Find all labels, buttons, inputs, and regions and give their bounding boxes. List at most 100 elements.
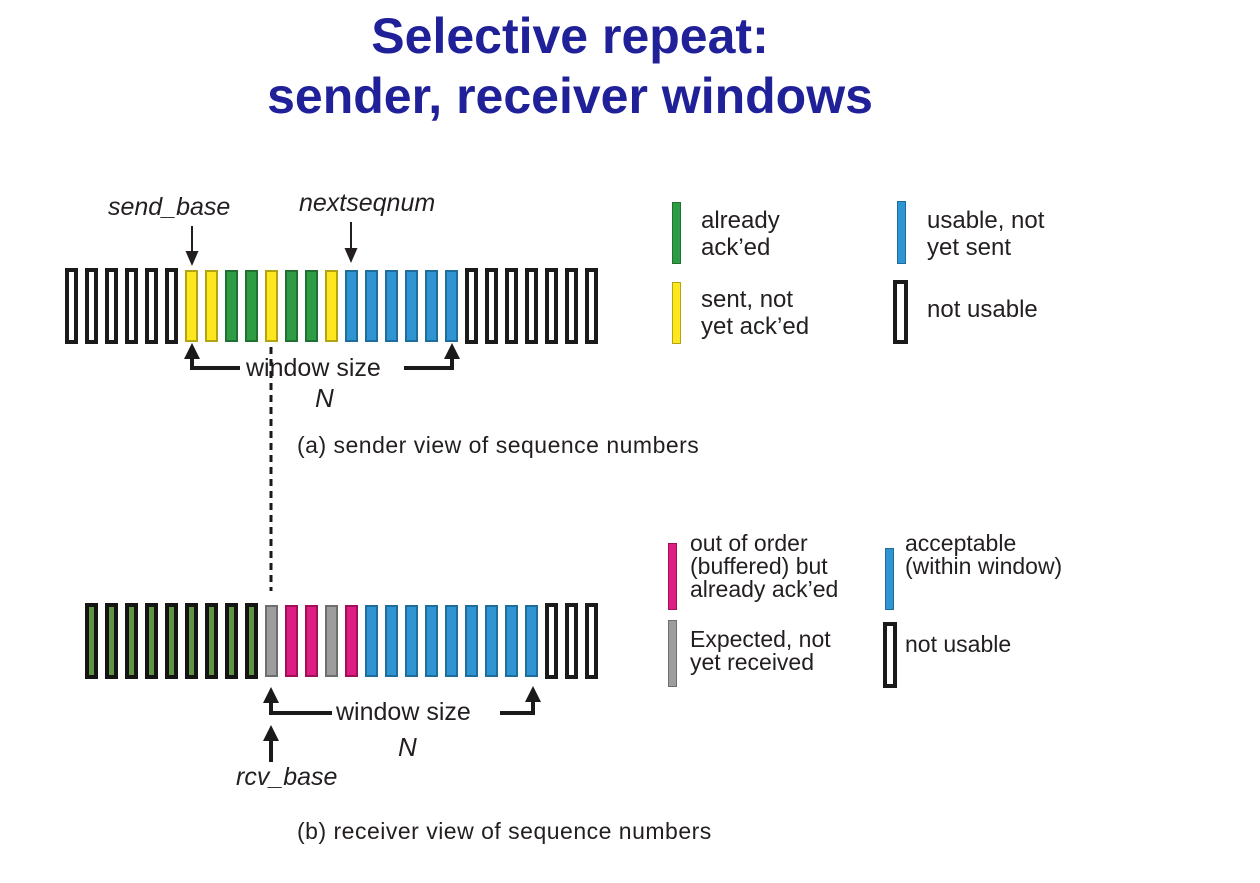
- sender-window-bracket-left: [184, 343, 240, 370]
- seq-box-usable: [425, 270, 438, 342]
- seq-box-notusable: [165, 268, 178, 344]
- seq-box-usable: [365, 270, 378, 342]
- seq-box-sent: [325, 270, 338, 342]
- receiver-window-n-label: N: [398, 732, 417, 762]
- legend-line: not usable: [927, 296, 1038, 323]
- seq-box-acceptable: [485, 605, 498, 677]
- seq-box-notusable: [545, 603, 558, 679]
- seq-box-expected: [325, 605, 338, 677]
- slide-title: Selective repeat: sender, receiver windo…: [0, 6, 1140, 126]
- seq-box-acked: [285, 270, 298, 342]
- legend-swatch-acceptable-within-window: [885, 548, 894, 610]
- legend-line: not usable: [905, 631, 1012, 657]
- seq-box-received: [185, 603, 198, 679]
- seq-box-acceptable: [465, 605, 478, 677]
- seq-box-acceptable: [405, 605, 418, 677]
- seq-box-acked: [225, 270, 238, 342]
- legend-line: already ack’ed: [690, 576, 839, 602]
- legend-line: (buffered) but: [690, 553, 828, 579]
- seq-box-sent: [185, 270, 198, 342]
- seq-box-buffered: [285, 605, 298, 677]
- seq-box-notusable: [465, 268, 478, 344]
- receiver-window-size-label: window size: [336, 698, 471, 726]
- legend-swatch-sent-not-acked: [672, 282, 681, 344]
- seq-box-usable: [445, 270, 458, 342]
- seq-box-received: [225, 603, 238, 679]
- legend-line: ack’ed: [701, 234, 771, 261]
- sender-window-bracket-right: [404, 343, 460, 370]
- seq-box-notusable: [485, 268, 498, 344]
- receiver-window-bracket-right: [500, 686, 541, 715]
- receiver-sequence-row: [85, 603, 605, 681]
- slide-title-line1: Selective repeat:: [371, 8, 769, 64]
- seq-box-notusable: [145, 268, 158, 344]
- seq-box-acceptable: [425, 605, 438, 677]
- seq-box-acceptable: [365, 605, 378, 677]
- seq-box-received: [145, 603, 158, 679]
- seq-box-received: [245, 603, 258, 679]
- seq-box-buffered: [305, 605, 318, 677]
- seq-box-sent: [265, 270, 278, 342]
- legend-line: acceptable: [905, 530, 1017, 556]
- receiver-caption: (b) receiver view of sequence numbers: [297, 818, 712, 844]
- seq-box-acceptable: [445, 605, 458, 677]
- seq-box-acked: [245, 270, 258, 342]
- legend-line: yet received: [690, 649, 815, 675]
- seq-box-received: [85, 603, 98, 679]
- legend-line: already: [701, 207, 780, 234]
- seq-box-notusable: [565, 268, 578, 344]
- seq-box-notusable: [65, 268, 78, 344]
- seq-box-acked: [305, 270, 318, 342]
- seq-box-notusable: [585, 603, 598, 679]
- seq-box-received: [125, 603, 138, 679]
- legend-swatch-expected-not-received: [668, 620, 677, 687]
- rcv-base-arrow: [263, 725, 279, 762]
- legend-label-not-usable-sender: not usable: [927, 296, 1038, 323]
- legend-line: Expected, not: [690, 626, 831, 652]
- legend-line: (within window): [905, 553, 1063, 579]
- nextseqnum-arrow: [344, 222, 358, 263]
- legend-line: usable, not: [927, 207, 1045, 234]
- legend-label-not-usable-receiver: not usable: [905, 633, 1011, 656]
- seq-box-received: [165, 603, 178, 679]
- seq-box-notusable: [565, 603, 578, 679]
- send-base-label: send_base: [108, 193, 231, 221]
- receiver-window-bracket-left: [263, 687, 332, 715]
- seq-box-notusable: [105, 268, 118, 344]
- legend-line: sent, not: [701, 286, 794, 313]
- legend-line: out of order: [690, 530, 808, 556]
- seq-box-notusable: [505, 268, 518, 344]
- legend-swatch-not-usable-sender: [893, 280, 908, 344]
- sender-window-n-label: N: [315, 383, 334, 413]
- slide-title-line2: sender, receiver windows: [267, 68, 873, 124]
- seq-box-received: [205, 603, 218, 679]
- legend-label-acceptable-within-window: acceptable(within window): [905, 532, 1062, 578]
- sender-window-size-label: window size: [246, 354, 381, 382]
- sender-caption: (a) sender view of sequence numbers: [297, 432, 700, 458]
- legend-line: yet sent: [927, 234, 1012, 261]
- legend-swatch-not-usable-receiver: [883, 622, 897, 688]
- seq-box-acceptable: [385, 605, 398, 677]
- seq-box-notusable: [585, 268, 598, 344]
- seq-box-notusable: [525, 268, 538, 344]
- seq-box-usable: [345, 270, 358, 342]
- sender-sequence-row: [65, 268, 605, 346]
- legend-swatch-already-acked: [672, 202, 681, 264]
- send-base-arrow: [185, 226, 199, 266]
- rcv-base-label: rcv_base: [236, 763, 338, 791]
- seq-box-notusable: [545, 268, 558, 344]
- seq-box-acceptable: [525, 605, 538, 677]
- legend-line: yet ack’ed: [701, 313, 810, 340]
- legend-swatch-usable-not-sent: [897, 201, 906, 264]
- seq-box-sent: [205, 270, 218, 342]
- seq-box-notusable: [85, 268, 98, 344]
- legend-swatch-out-of-order-buffered: [668, 543, 677, 610]
- nextseqnum-label: nextseqnum: [299, 189, 436, 217]
- seq-box-buffered: [345, 605, 358, 677]
- seq-box-notusable: [125, 268, 138, 344]
